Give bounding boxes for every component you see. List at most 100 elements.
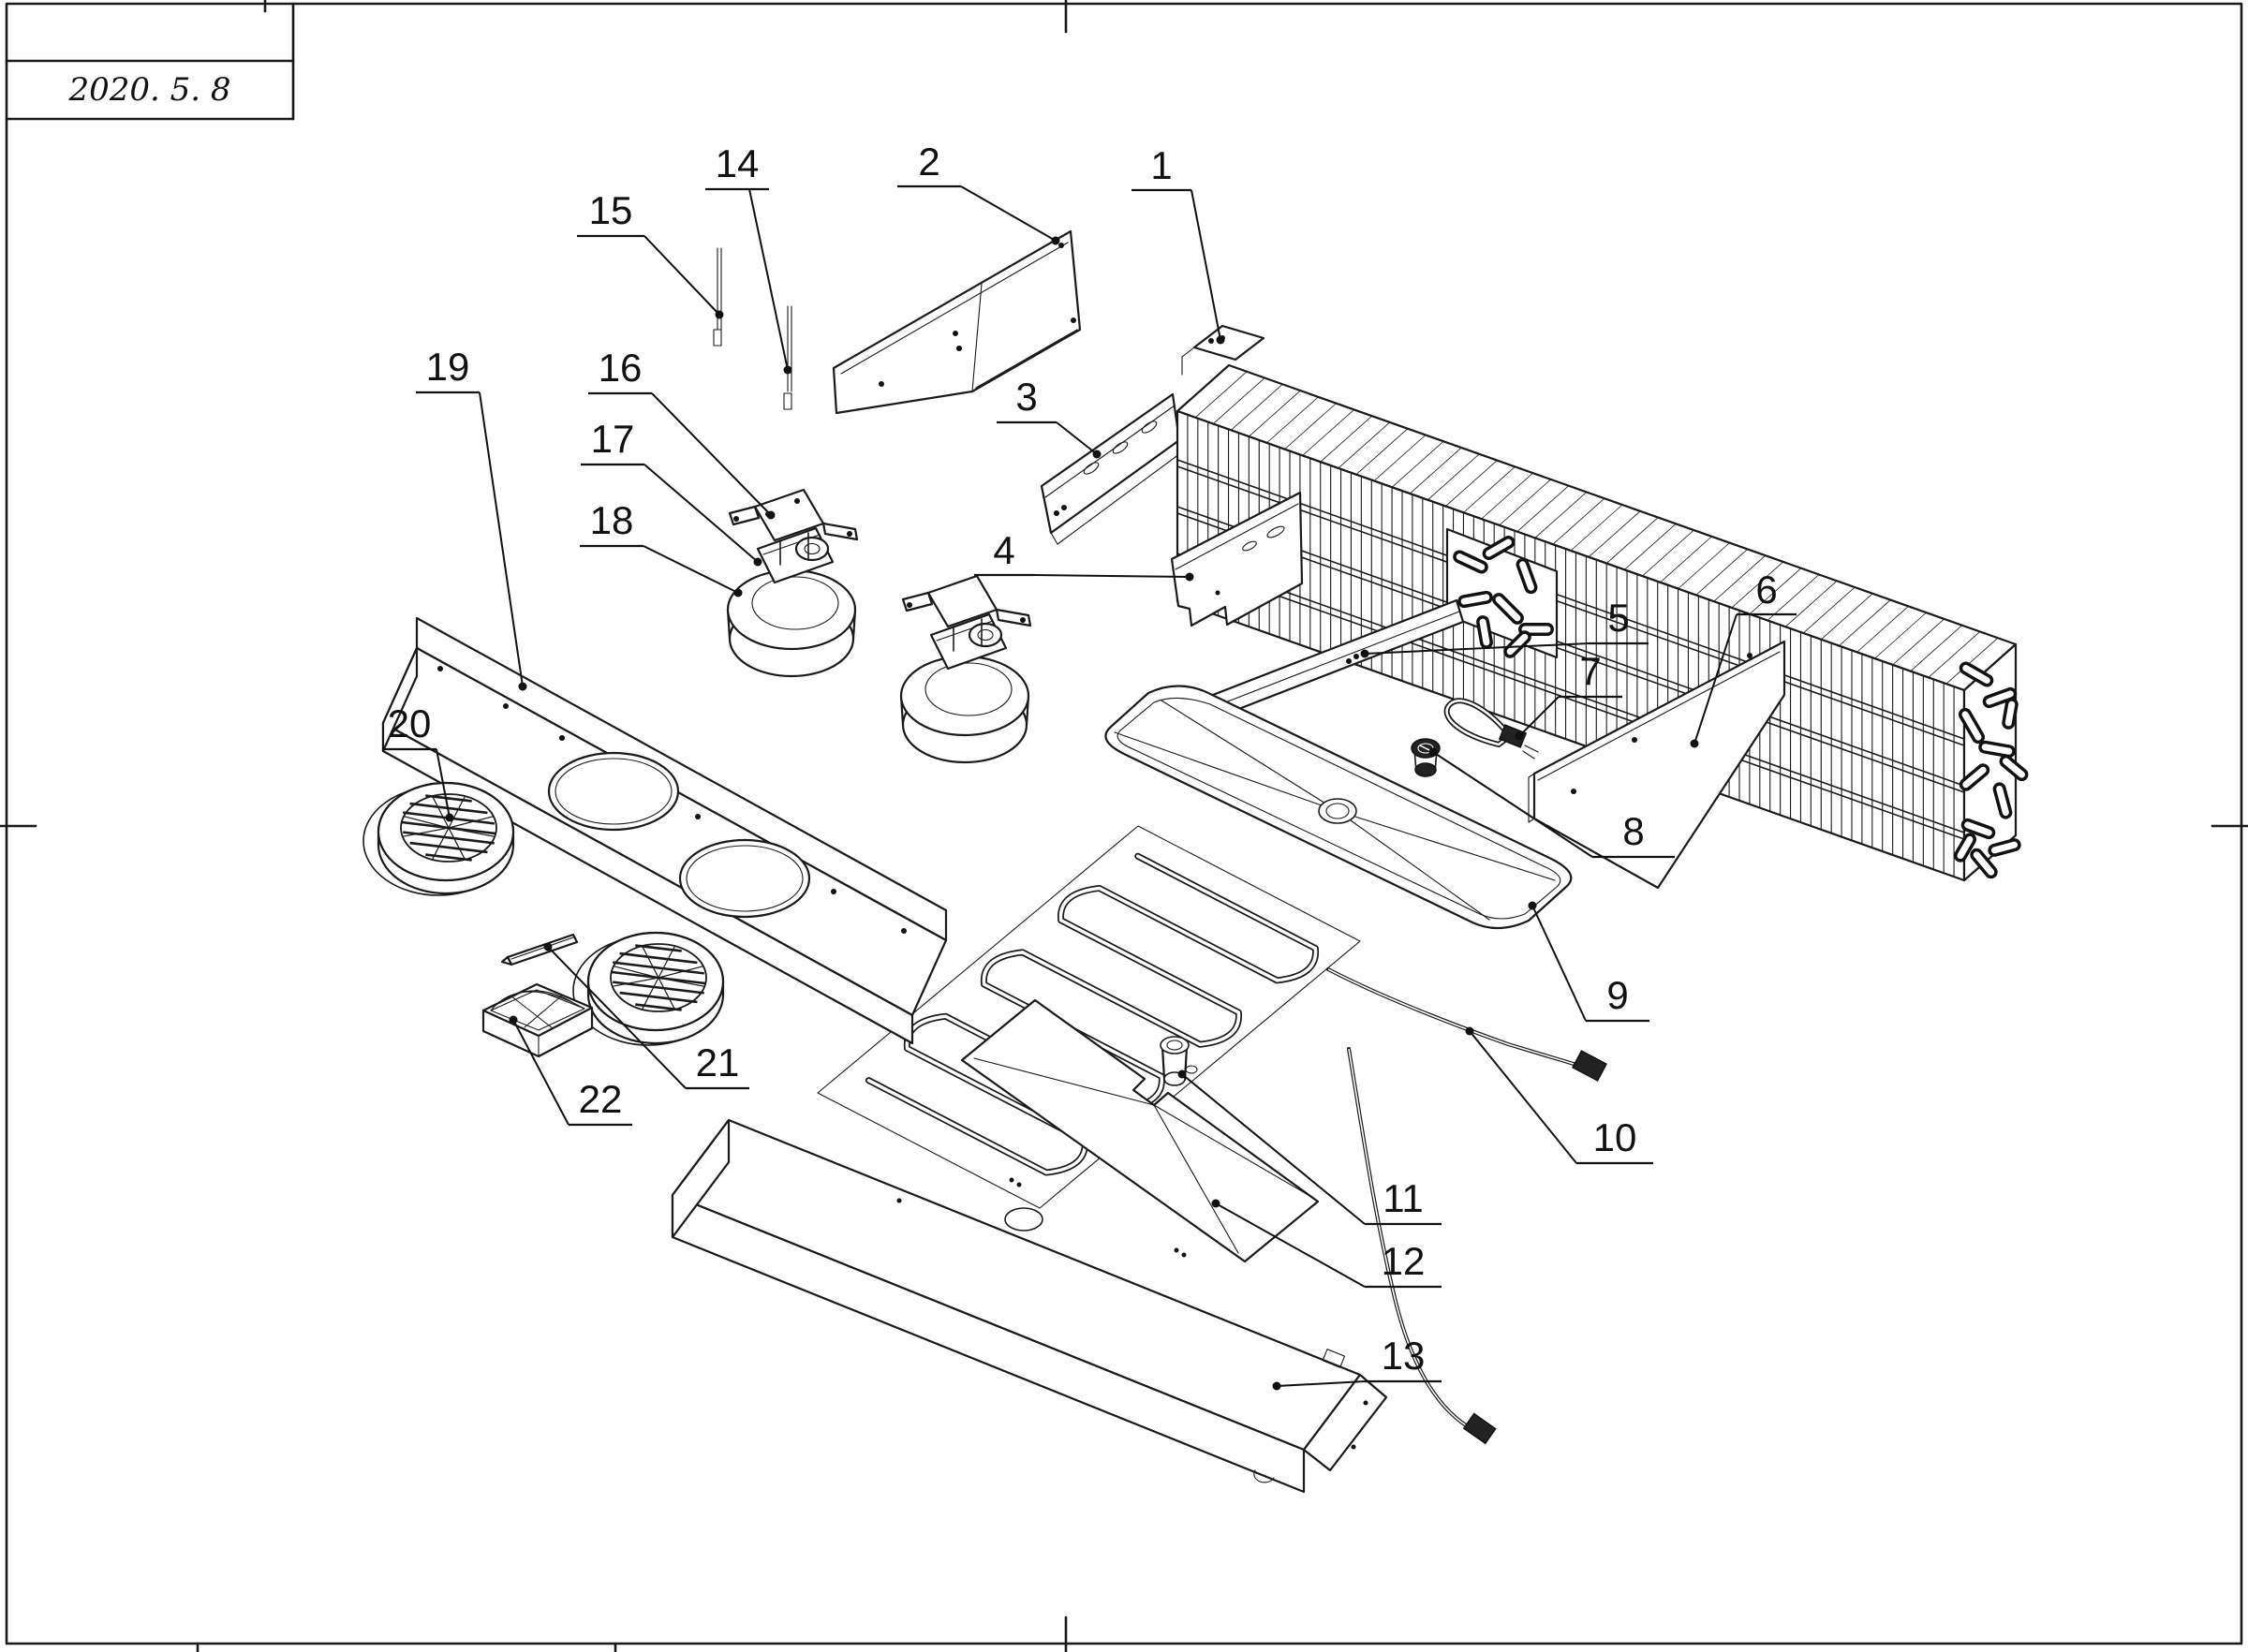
leader-dot (1428, 747, 1438, 757)
leader-dot (1690, 739, 1699, 748)
callout-17: 17 (581, 417, 762, 567)
part-8-drain-grommet (1411, 738, 1441, 777)
coil-end-bends (1954, 661, 2029, 879)
title-block: 2020. 5. 8 (5, 2, 295, 121)
wire-connector-2 (1462, 1412, 1497, 1445)
part-number: 7 (1579, 649, 1601, 693)
coil-near-bends (1453, 536, 1554, 658)
wire-connector-1 (1572, 1050, 1607, 1082)
callout-3: 3 (997, 375, 1102, 459)
callout-10: 10 (1465, 1026, 1653, 1165)
part-11-drain-fitting (1160, 1036, 1198, 1086)
callout-1: 1 (1131, 143, 1225, 345)
part-9-drain-pan (1104, 685, 1573, 930)
leader-dot (1216, 335, 1225, 345)
callout-8: 8 (1428, 747, 1675, 859)
leader-dot (1051, 236, 1060, 245)
callout-6: 6 (1690, 568, 1797, 748)
pan-creases (1114, 700, 1556, 921)
part-19-fan-deck (381, 616, 948, 1045)
callout-21: 21 (543, 942, 749, 1090)
callout-12: 12 (1211, 1199, 1442, 1289)
part-number: 15 (589, 188, 633, 232)
part-number: 5 (1607, 596, 1629, 640)
part-number: 11 (1383, 1176, 1424, 1220)
leader-dot (753, 557, 762, 567)
channel-right-end (1302, 1373, 1388, 1472)
part-number: 10 (1593, 1115, 1637, 1159)
sheet-border (5, 2, 2243, 1645)
part-12-drip-tray (960, 998, 1320, 1263)
callout-13: 13 (1272, 1334, 1442, 1391)
part-number: 2 (918, 140, 939, 184)
crimp-end (1498, 724, 1528, 748)
callout-19: 19 (416, 345, 527, 691)
part-14-probe (783, 305, 792, 410)
leader-dot (1185, 572, 1194, 582)
leader-dot (509, 1015, 518, 1025)
part-number: 4 (993, 528, 1014, 572)
leader-dot (518, 682, 527, 691)
fan-bracket (901, 574, 1032, 652)
callout-15: 15 (577, 188, 724, 319)
fan-assembly-2 (899, 574, 1032, 764)
revision-date: 2020. 5. 8 (67, 71, 230, 109)
part-4-center-bracket (1170, 491, 1304, 627)
part-10-defrost-heater (817, 825, 1361, 1209)
leader-dot (1092, 450, 1102, 459)
channel-hole (1004, 1207, 1043, 1232)
heater-tube-inner (866, 854, 1318, 1174)
part-number: 6 (1755, 568, 1777, 612)
leader-dot (715, 310, 724, 319)
leader-dot (1360, 649, 1369, 658)
part-20-grille-2 (572, 931, 725, 1046)
part-number: 9 (1606, 973, 1628, 1017)
part-number: 17 (591, 417, 635, 461)
callout-2: 2 (897, 140, 1060, 245)
leader-dot (445, 813, 454, 822)
coil-tube-bands (1176, 459, 1965, 840)
parts (362, 229, 2029, 1494)
fan-shroud (899, 655, 1030, 764)
part-number: 8 (1622, 809, 1644, 853)
part-number: 21 (696, 1040, 740, 1084)
coil-mount-plate (1192, 324, 1265, 361)
leader-dot (1465, 1026, 1474, 1036)
part-number: 13 (1382, 1334, 1426, 1378)
part-number: 12 (1382, 1239, 1426, 1283)
callout-18: 18 (580, 498, 743, 597)
callout-9: 9 (1528, 901, 1649, 1023)
fan-motor (929, 612, 1008, 671)
pan-drain-hole (1318, 798, 1357, 824)
part-6-side-panel (1528, 640, 1786, 890)
part-2-top-panel (832, 229, 1082, 415)
part-15-probe (713, 247, 722, 347)
part-21-clip-strip (500, 933, 579, 966)
part-number: 20 (388, 701, 432, 745)
part-3-side-bracket (1040, 392, 1184, 545)
leader-dot (766, 510, 776, 520)
fan-cutout-2 (678, 838, 811, 919)
part-22-basket (481, 982, 594, 1058)
fan-shroud (726, 568, 857, 678)
callout-4: 4 (974, 528, 1194, 582)
leader-dot (1528, 901, 1537, 910)
coil-top-fin-ticks (1176, 364, 2017, 691)
deck-left-end (381, 646, 419, 753)
callout-7: 7 (1515, 649, 1622, 741)
tray-creases (973, 1057, 1308, 1254)
callout-5: 5 (1360, 596, 1649, 658)
part-13-bottom-channel (671, 1118, 1388, 1494)
heater-plate (817, 825, 1361, 1209)
part-number: 19 (426, 345, 470, 389)
part-number: 1 (1150, 143, 1172, 187)
part-number: 14 (716, 141, 760, 185)
callout-14: 14 (705, 141, 792, 375)
fan-assembly-1 (726, 488, 859, 678)
part-number: 16 (599, 346, 643, 390)
leader-dot (1177, 1069, 1187, 1079)
